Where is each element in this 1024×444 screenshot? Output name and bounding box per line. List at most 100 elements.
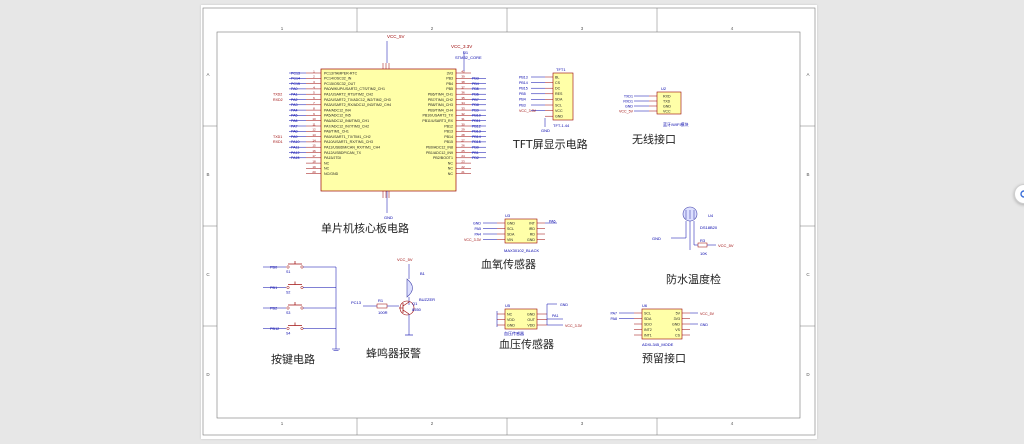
key-ref: S1 — [286, 270, 290, 274]
key-contact — [286, 286, 290, 289]
row-letter: C — [206, 272, 210, 277]
tft-net-label: PB14 — [519, 81, 528, 85]
net-label: PA3 — [291, 103, 298, 107]
key-contact — [286, 306, 290, 310]
pin-number: 26 — [461, 144, 465, 148]
mcu-pin-right-label: PB2/BOOT1 — [433, 156, 453, 160]
mcu-pin-left-label: NC — [324, 161, 330, 165]
mcu-pin-left-label: PA5/ADC12_IN5 — [324, 114, 351, 118]
row-letter: B — [206, 172, 209, 177]
ds18b20-block: U4 DS18B20 GND VCC_5V R3 10K 防水温度检 — [652, 206, 734, 286]
net-label: PB13 — [472, 130, 481, 134]
pin-number: 12 — [312, 128, 316, 132]
adxl-pin-label: SDO — [644, 322, 652, 326]
tft-pin-label: DC — [555, 87, 561, 91]
spo2-pin-label: INT — [529, 221, 536, 225]
mcu-pin-left-label: PA9/USART1_TX/TIM1_CH2 — [324, 135, 371, 139]
tft-pin-label: SCL — [555, 103, 562, 107]
tft-net-label: PB13 — [519, 75, 528, 79]
pin-number: 20 — [312, 170, 316, 174]
mcu-ref: U1 — [463, 50, 469, 55]
column-number: 4 — [731, 421, 734, 426]
spo2-ref: U3 — [505, 213, 511, 218]
pin-number: 16 — [312, 149, 316, 153]
adxl-pin-label: 5V — [676, 311, 681, 315]
buzzer-vcc: VCC_5V — [397, 257, 413, 262]
row-letter: D — [806, 372, 810, 377]
key-contact — [300, 306, 304, 310]
ds18b20-title: 防水温度检 — [666, 272, 721, 286]
net-label: PA5 — [291, 114, 298, 118]
spo2-pin-label: SCL — [507, 227, 514, 231]
net-label: PB15 — [472, 140, 481, 144]
mcu-pin-right-label: PB15 — [444, 140, 453, 144]
mcu-pin-right-label: PB11/USART3_RX — [422, 119, 453, 123]
mcu-pin-left-label: PA0/WKUP/USART2_CTS/TIM2_CH1 — [324, 87, 385, 91]
pin-number: 8 — [313, 107, 315, 111]
spo2-net-label: PA5 — [474, 227, 481, 231]
bp-net-label: GND — [560, 303, 568, 307]
pin-number: 1 — [313, 69, 315, 73]
pin-number: 15 — [312, 144, 316, 148]
mcu-pin-left-label: PA2/USART2_TX/ADC12_IN2/TIM2_CH3 — [324, 98, 391, 102]
mcu-block: PC13/TAMPER-RTC1PC13PC14/OSC32_IN2PC14PC… — [273, 34, 486, 235]
column-number: 1 — [281, 421, 284, 426]
bp-pin-label: GND — [527, 312, 535, 316]
bp-net-label: PA1 — [552, 314, 559, 318]
mcu-pin-left-label: NC/GND — [324, 172, 339, 176]
wireless-part: 蓝牙/WIFI模块 — [663, 121, 689, 127]
pin-number: 14 — [312, 138, 316, 142]
tft-net-label: VCC_3.3V — [519, 109, 537, 113]
keys-title: 按键电路 — [271, 352, 315, 366]
tft-pin-label: CS — [555, 81, 561, 85]
mcu-pin-left-label: PA7/ADC12_IN7/TIM3_CH2 — [324, 124, 369, 128]
pin-number: 33 — [461, 107, 465, 111]
spo2-net-label: PA4 — [474, 232, 481, 236]
wireless-net-label: RXD1 — [623, 99, 633, 103]
buzzer-net: PC13 — [351, 300, 362, 305]
spo2-pin-label: GND — [527, 238, 535, 242]
uart-tag: TXD1 — [273, 135, 282, 139]
mcu-pin-right-label: PB10/USART3_TX — [423, 114, 454, 118]
key-contact — [300, 286, 304, 289]
tft-pin-label: BL — [555, 75, 559, 79]
pin-number: 3 — [313, 80, 315, 84]
pin-number: 38 — [461, 80, 465, 84]
mcu-pin-right-label: PB7/TIM4_CH2 — [428, 98, 453, 102]
net-label: PB9 — [472, 108, 479, 112]
tft-pin-label: GND — [555, 115, 563, 119]
adxl-net-label: PA8 — [610, 317, 617, 321]
mcu-pin-left-label: PA15/JTDI — [324, 156, 341, 160]
mcu-pin-right-label: 3V3 — [447, 71, 453, 75]
mcu-pin-right-label: PB8/TIM4_CH3 — [428, 103, 453, 107]
mcu-pin-left-label: PA1/USART2_RTS/TIM2_CH2 — [324, 93, 373, 97]
side-panel-toggle-button[interactable] — [1014, 184, 1024, 204]
adxl-pin-label: SDA — [644, 317, 652, 321]
key-contact — [286, 327, 290, 330]
transistor-ref: Q1 — [412, 301, 418, 306]
wireless-net-label: TXD1 — [624, 94, 633, 98]
mcu-pin-left-label: PC14/OSC32_IN — [324, 77, 352, 81]
pin-number: 2 — [313, 75, 315, 79]
transistor-part: 8550 — [412, 307, 422, 312]
adxl-pin-label: 3V3 — [674, 317, 680, 321]
bp-title: 血压传感器 — [499, 337, 554, 351]
pin-number: 28 — [461, 133, 465, 137]
buzzer-part: BUZZER — [419, 297, 435, 302]
key-ref: S3 — [286, 311, 290, 315]
wireless-pin-label: RXD — [663, 94, 671, 98]
tft-title: TFT屏显示电路 — [512, 138, 588, 151]
pin-number: 24 — [461, 154, 465, 158]
mcu-pin-right-label: PB6/TIM4_CH1 — [428, 93, 453, 97]
buzzer-block: VCC_5V B1 BUZZER PC13 R1 100R Q1 8550 — [351, 257, 435, 360]
adxl-pin-label: GND — [672, 322, 680, 326]
adxl-net-label: VCC_5V — [700, 312, 715, 316]
adxl-block: SCLPA7SDAPA8SDOINT2INT15V3V3GNDVSCSVCC_5… — [610, 303, 714, 365]
net-label: PA11 — [291, 146, 299, 150]
key-contact — [300, 265, 304, 269]
row-letter: A — [806, 72, 809, 77]
inner-frame — [216, 31, 801, 419]
net-label: PA0 — [291, 87, 298, 91]
